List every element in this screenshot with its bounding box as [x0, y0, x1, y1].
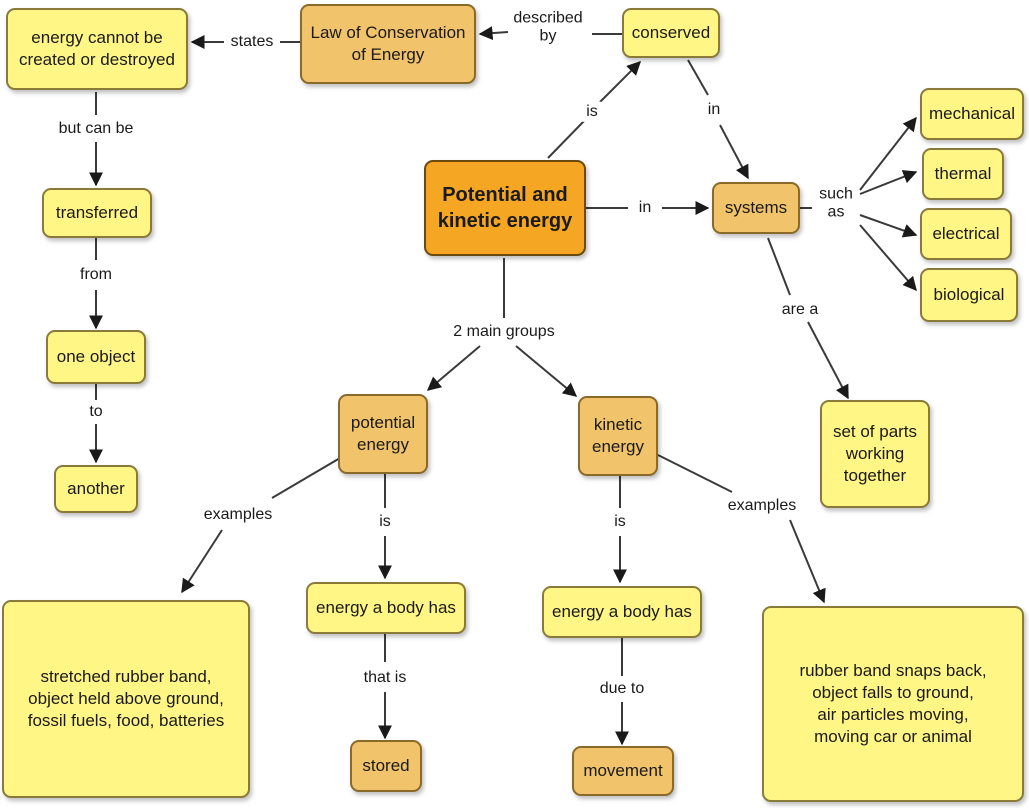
edge-potential-examples [271, 457, 341, 499]
node-kinetic-energy[interactable]: kinetic energy [578, 396, 658, 476]
node-potential-energy[interactable]: potential energy [338, 394, 428, 474]
edge-suchas-thermal [859, 170, 918, 195]
edge-suchas-mechanical [859, 116, 917, 191]
edge-in-systems [719, 124, 749, 180]
edge-conserved-in [687, 59, 709, 96]
node-law-of-conservation[interactable]: Law of Conservation of Energy [300, 4, 476, 84]
node-energy-a-body-has-potential[interactable]: energy a body has [306, 582, 466, 634]
edge-examples-leftbox [181, 529, 223, 594]
edge-area-setofparts [807, 321, 849, 400]
node-energy-cannot-be-created[interactable]: energy cannot be created or destroyed [6, 8, 188, 90]
link-label-is: is [582, 101, 602, 123]
node-movement[interactable]: movement [572, 746, 674, 796]
edge-groups-potential [426, 345, 481, 391]
link-label-are-a: are a [777, 299, 823, 321]
edge-suchas-electrical [859, 214, 918, 238]
link-label-examples-right: examples [723, 495, 801, 517]
node-mechanical[interactable]: mechanical [920, 88, 1024, 140]
link-label-2-main-groups: 2 main groups [449, 321, 559, 343]
edge-suchas-biological [859, 224, 917, 292]
link-label-such-as: such as [815, 184, 857, 224]
node-thermal[interactable]: thermal [922, 148, 1004, 200]
link-label-to: to [85, 401, 107, 423]
link-label-in-central: in [634, 197, 656, 219]
edge-kinetic-examples [657, 454, 733, 493]
edge-describedby-law [478, 26, 509, 41]
link-label-from: from [76, 264, 116, 286]
node-potential-examples[interactable]: stretched rubber band, object held above… [2, 600, 250, 798]
node-transferred[interactable]: transferred [42, 188, 152, 238]
node-systems[interactable]: systems [712, 182, 800, 234]
node-energy-a-body-has-kinetic[interactable]: energy a body has [542, 586, 702, 638]
node-stored[interactable]: stored [350, 740, 422, 792]
node-another[interactable]: another [54, 465, 138, 513]
edge-examples-rightbox [789, 519, 826, 604]
node-biological[interactable]: biological [920, 268, 1018, 322]
link-label-states: states [226, 31, 278, 53]
link-label-in-conserved: in [703, 99, 725, 121]
node-potential-and-kinetic-energy[interactable]: Potential and kinetic energy [424, 160, 586, 256]
edge-central-is [547, 119, 586, 159]
link-label-is-kinetic: is [610, 511, 630, 533]
edge-systems-area [767, 237, 791, 296]
link-label-is-potential: is [375, 511, 395, 533]
edge-is-conserved [599, 61, 641, 103]
link-label-but-can-be: but can be [54, 118, 138, 140]
node-kinetic-examples[interactable]: rubber band snaps back, object falls to … [762, 606, 1024, 802]
link-label-that-is: that is [359, 667, 411, 689]
node-set-of-parts[interactable]: set of parts working together [820, 400, 930, 508]
node-electrical[interactable]: electrical [920, 208, 1012, 260]
link-label-described-by: described by [509, 8, 587, 48]
link-label-examples-left: examples [199, 504, 277, 526]
node-one-object[interactable]: one object [46, 330, 146, 384]
edge-groups-kinetic [515, 345, 578, 397]
link-label-due-to: due to [595, 678, 649, 700]
node-conserved[interactable]: conserved [622, 8, 720, 58]
